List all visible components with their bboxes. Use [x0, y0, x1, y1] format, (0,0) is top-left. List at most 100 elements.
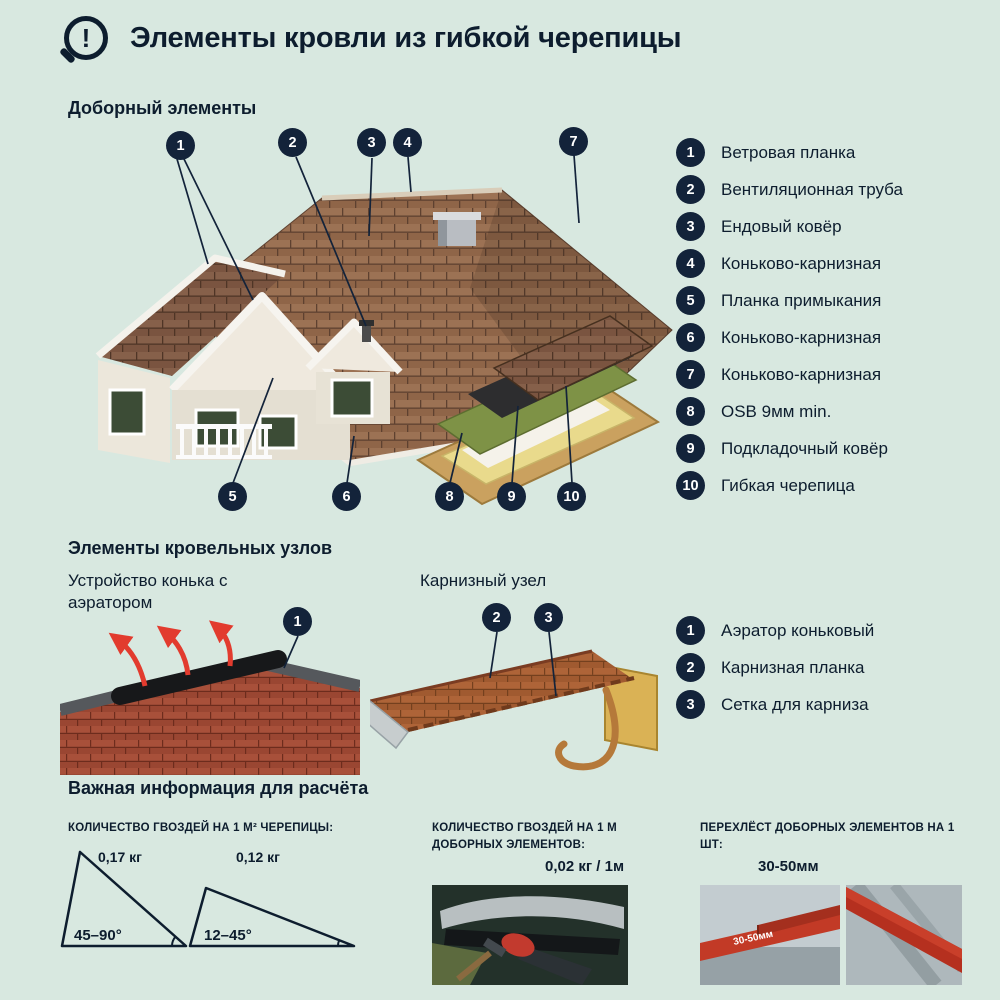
angle-label: 12–45°	[204, 927, 252, 944]
legend-item: 4 Коньково-карнизная	[676, 245, 903, 282]
hammer-handle	[456, 950, 492, 982]
legend-item: 9 Подкладочный ковёр	[676, 430, 903, 467]
legend-badge: 7	[676, 360, 705, 389]
overlap-photo-2	[846, 885, 962, 985]
legend-label: Вентиляционная труба	[721, 179, 903, 199]
red-glove	[501, 933, 535, 957]
eaves-caption: Карнизный узел	[420, 571, 547, 590]
callout-badge: 9	[497, 482, 526, 511]
callout-badge: 4	[393, 128, 422, 157]
balcony-railing	[176, 424, 272, 459]
callout-badge: 8	[435, 482, 464, 511]
legend-label: Карнизная планка	[721, 657, 865, 677]
legend-badge: 1	[676, 616, 705, 645]
gutter-hook	[555, 686, 619, 771]
angle-label: 45–90°	[74, 927, 122, 944]
hammer-head	[483, 937, 507, 958]
callout-badge: 2	[482, 603, 511, 632]
callout-badge: 2	[278, 128, 307, 157]
legend-badge: 3	[676, 212, 705, 241]
legend-item: 1 Аэратор коньковый	[676, 612, 874, 649]
membrane-layer	[462, 394, 610, 468]
header: Элементы кровли из гибкой черепицы	[64, 16, 682, 60]
section-elements-heading: Доборный элементы	[68, 98, 257, 118]
legend-badge: 5	[676, 286, 705, 315]
callout-line	[283, 635, 299, 669]
ridge-line	[321, 187, 503, 201]
legend-item: 2 Вентиляционная труба	[676, 171, 903, 208]
front-gable	[172, 296, 350, 394]
house-illustration	[95, 154, 673, 506]
legend-label: Коньково-карнизная	[721, 327, 882, 347]
chimney	[433, 212, 481, 246]
callout-line	[489, 631, 498, 679]
legend-item: 10 Гибкая черепица	[676, 467, 903, 504]
legend-item: 6 Коньково-карнизная	[676, 319, 903, 356]
legend-item: 5 Планка примыкания	[676, 282, 903, 319]
legend-badge: 8	[676, 397, 705, 426]
elements-legend: 1 Ветровая планка 2 Вентиляционная труба…	[676, 134, 903, 504]
legend-badge: 2	[676, 653, 705, 682]
metal-sheet	[440, 896, 624, 929]
alert-magnifier-icon	[64, 16, 108, 60]
overlap-title: ПЕРЕХЛЁСТ ДОБОРНЫХ ЭЛЕМЕНТОВ НА 1 ШТ:	[700, 822, 955, 851]
window	[330, 378, 374, 418]
legend-item: 3 Сетка для карниза	[676, 686, 874, 723]
nodes-legend: 1 Аэратор коньковый 2 Карнизная планка 3…	[676, 612, 874, 723]
legend-label: Подкладочный ковёр	[721, 438, 888, 458]
legend-label: Гибкая черепица	[721, 475, 855, 495]
legend-badge: 6	[676, 323, 705, 352]
ridge-element-overlap	[758, 905, 840, 936]
roof-layers-cutaway	[415, 315, 661, 506]
callout-badge: 10	[557, 482, 586, 511]
legend-label: Коньково-карнизная	[721, 364, 882, 384]
legend-badge: 1	[676, 138, 705, 167]
weight-label: 0,17 кг	[98, 849, 142, 865]
callout-badge: 3	[357, 128, 386, 157]
shingle-sheet	[370, 651, 634, 732]
nails-per-m2-title: КОЛИЧЕСТВО ГВОЗДЕЙ НА 1 М² ЧЕРЕПИЦЫ:	[68, 822, 334, 834]
slope-triangles: 0,17 кг 45–90° 0,12 кг 12–45°	[60, 849, 356, 948]
legend-item: 8 OSB 9мм min.	[676, 393, 903, 430]
legend-item: 1 Ветровая планка	[676, 134, 903, 171]
legend-badge: 2	[676, 175, 705, 204]
legend-badge: 10	[676, 471, 705, 500]
callout-line	[548, 631, 557, 697]
legend-label: Аэратор коньковый	[721, 620, 875, 640]
callout-badge: 1	[166, 131, 195, 160]
legend-label: Ендовый ковёр	[721, 216, 842, 236]
callout-badge: 5	[218, 482, 247, 511]
callout-lines	[176, 154, 580, 484]
ridge-aerator-illustration	[60, 620, 360, 775]
page-title: Элементы кровли из гибкой черепицы	[130, 21, 682, 54]
legend-label: Сетка для карниза	[721, 694, 869, 714]
overlap-value: 30-50мм	[758, 858, 819, 875]
ridge-caption: Устройство конька с аэратором	[68, 571, 228, 613]
legend-badge: 3	[676, 690, 705, 719]
legend-label: Планка примыкания	[721, 290, 882, 310]
nails-per-m-value: 0,02 кг / 1м	[545, 858, 625, 875]
left-wing-roof	[98, 258, 285, 376]
legend-item: 7 Коньково-карнизная	[676, 356, 903, 393]
legend-badge: 9	[676, 434, 705, 463]
legend-item: 3 Ендовый ковёр	[676, 208, 903, 245]
callout-badge: 7	[559, 127, 588, 156]
callout-badge: 6	[332, 482, 361, 511]
legend-label: Ветровая планка	[721, 142, 856, 162]
overlap-photo-1: 30-50мм	[700, 885, 840, 985]
window	[108, 388, 146, 436]
triangle-steep	[60, 850, 188, 948]
callout-badge: 1	[283, 607, 312, 636]
triangle-shallow	[188, 886, 356, 948]
legend-item: 2 Карнизная планка	[676, 649, 874, 686]
nails-per-m-title: КОЛИЧЕСТВО ГВОЗДЕЙ НА 1 М ДОБОРНЫХ ЭЛЕМЕ…	[432, 822, 617, 851]
drip-edge	[370, 700, 410, 750]
callout-badge: 3	[534, 603, 563, 632]
section-nodes-heading: Элементы кровельных узлов	[68, 538, 333, 558]
legend-label: Коньково-карнизная	[721, 253, 882, 273]
eaves-node-illustration	[370, 631, 658, 771]
dormer-gable	[308, 322, 400, 372]
legend-badge: 4	[676, 249, 705, 278]
hammering-photo	[432, 885, 628, 985]
shingle-layer	[492, 315, 654, 401]
